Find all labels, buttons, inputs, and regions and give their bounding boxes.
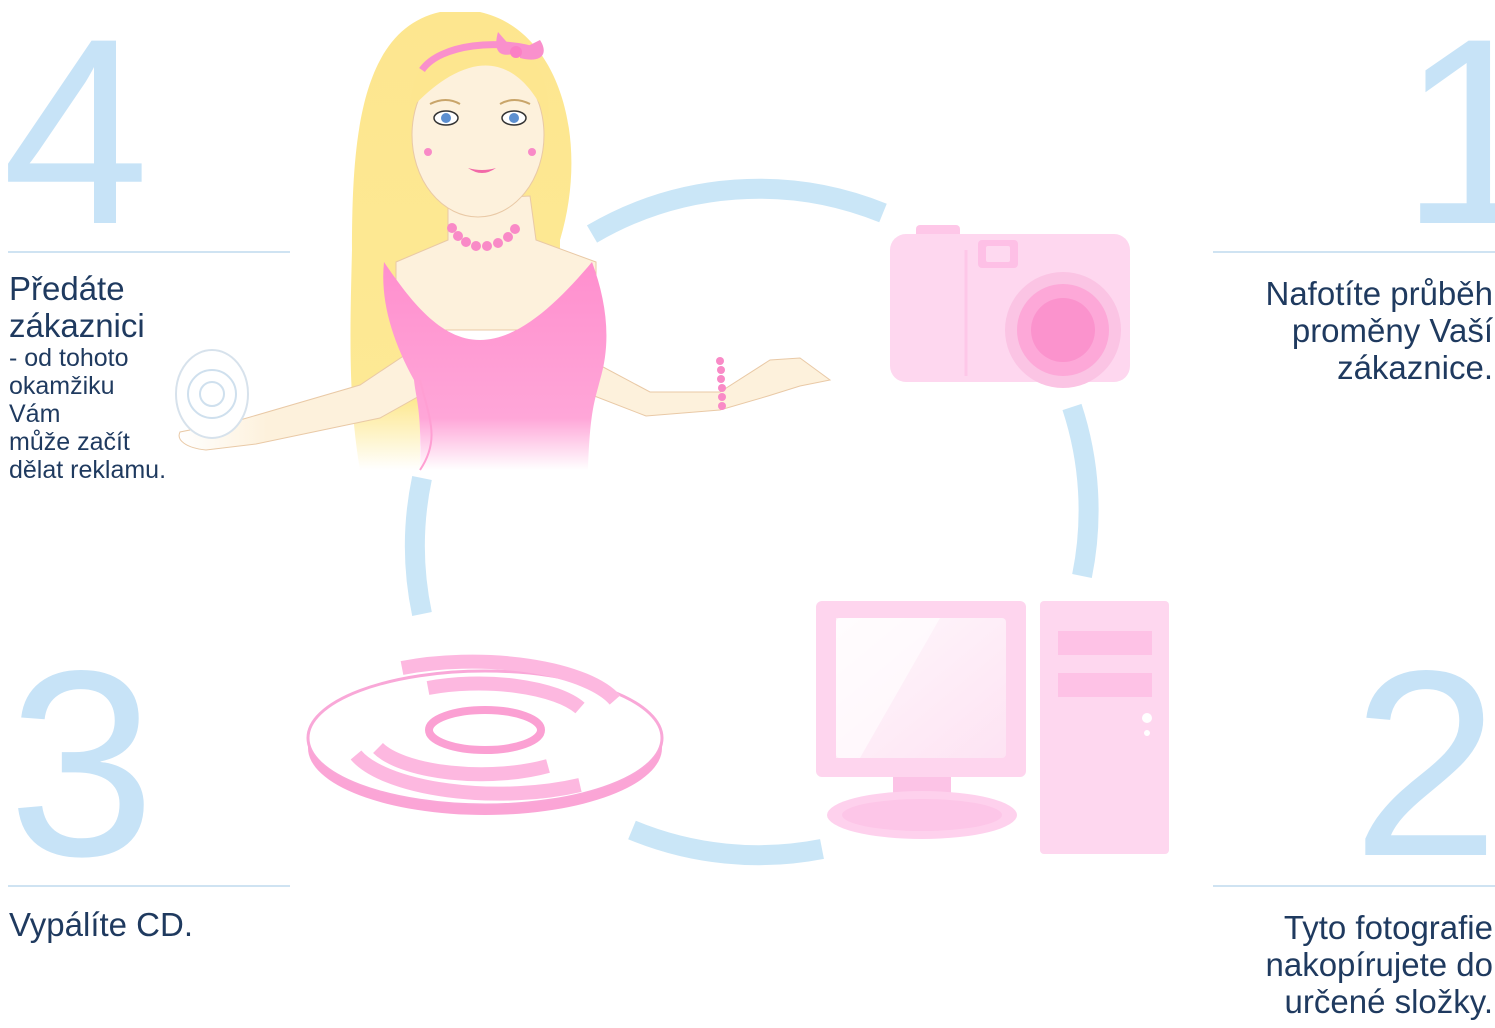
ring-arc-right <box>1072 407 1089 576</box>
ring-arc-top <box>592 189 883 234</box>
step-2-line-3: určené složky. <box>1190 983 1493 1020</box>
step-number-1: 1 <box>1400 0 1495 265</box>
divider-step-4 <box>8 251 290 253</box>
step-1-caption: Nafotíte průběh proměny Vaší zákaznice. <box>1190 275 1493 386</box>
ring-arc-left <box>415 478 422 614</box>
step-4-detail-2: okamžiku <box>9 372 289 400</box>
step-4-line-2: zákaznici <box>9 307 289 344</box>
divider-step-2 <box>1213 885 1495 887</box>
step-1-line-3: zákaznice. <box>1190 349 1493 386</box>
step-1-line-2: proměny Vaší <box>1190 312 1493 349</box>
step-number-4: 4 <box>2 0 149 265</box>
step-number-3: 3 <box>8 632 155 897</box>
step-4-line-1: Předáte <box>9 270 289 307</box>
divider-step-1 <box>1213 251 1495 253</box>
step-3-line-1: Vypálíte CD. <box>9 906 289 943</box>
step-3-caption: Vypálíte CD. <box>9 906 289 943</box>
step-4-detail-4: může začít <box>9 428 289 456</box>
cd-disc-icon <box>308 662 662 815</box>
divider-step-3 <box>8 885 290 887</box>
camera-icon <box>890 225 1130 388</box>
step-4-detail-5: dělat reklamu. <box>9 456 289 484</box>
step-2-caption: Tyto fotografie nakopírujete do určené s… <box>1190 909 1493 1020</box>
step-2-line-2: nakopírujete do <box>1190 946 1493 983</box>
step-2-line-1: Tyto fotografie <box>1190 909 1493 946</box>
step-4-caption: Předáte zákaznici - od tohoto okamžiku V… <box>9 270 289 484</box>
computer-icon <box>816 601 1169 854</box>
step-1-line-1: Nafotíte průběh <box>1190 275 1493 312</box>
step-4-detail-1: - od tohoto <box>9 344 289 372</box>
step-4-detail-3: Vám <box>9 400 289 428</box>
step-number-2: 2 <box>1352 632 1495 897</box>
ring-arc-bottom <box>632 830 822 855</box>
